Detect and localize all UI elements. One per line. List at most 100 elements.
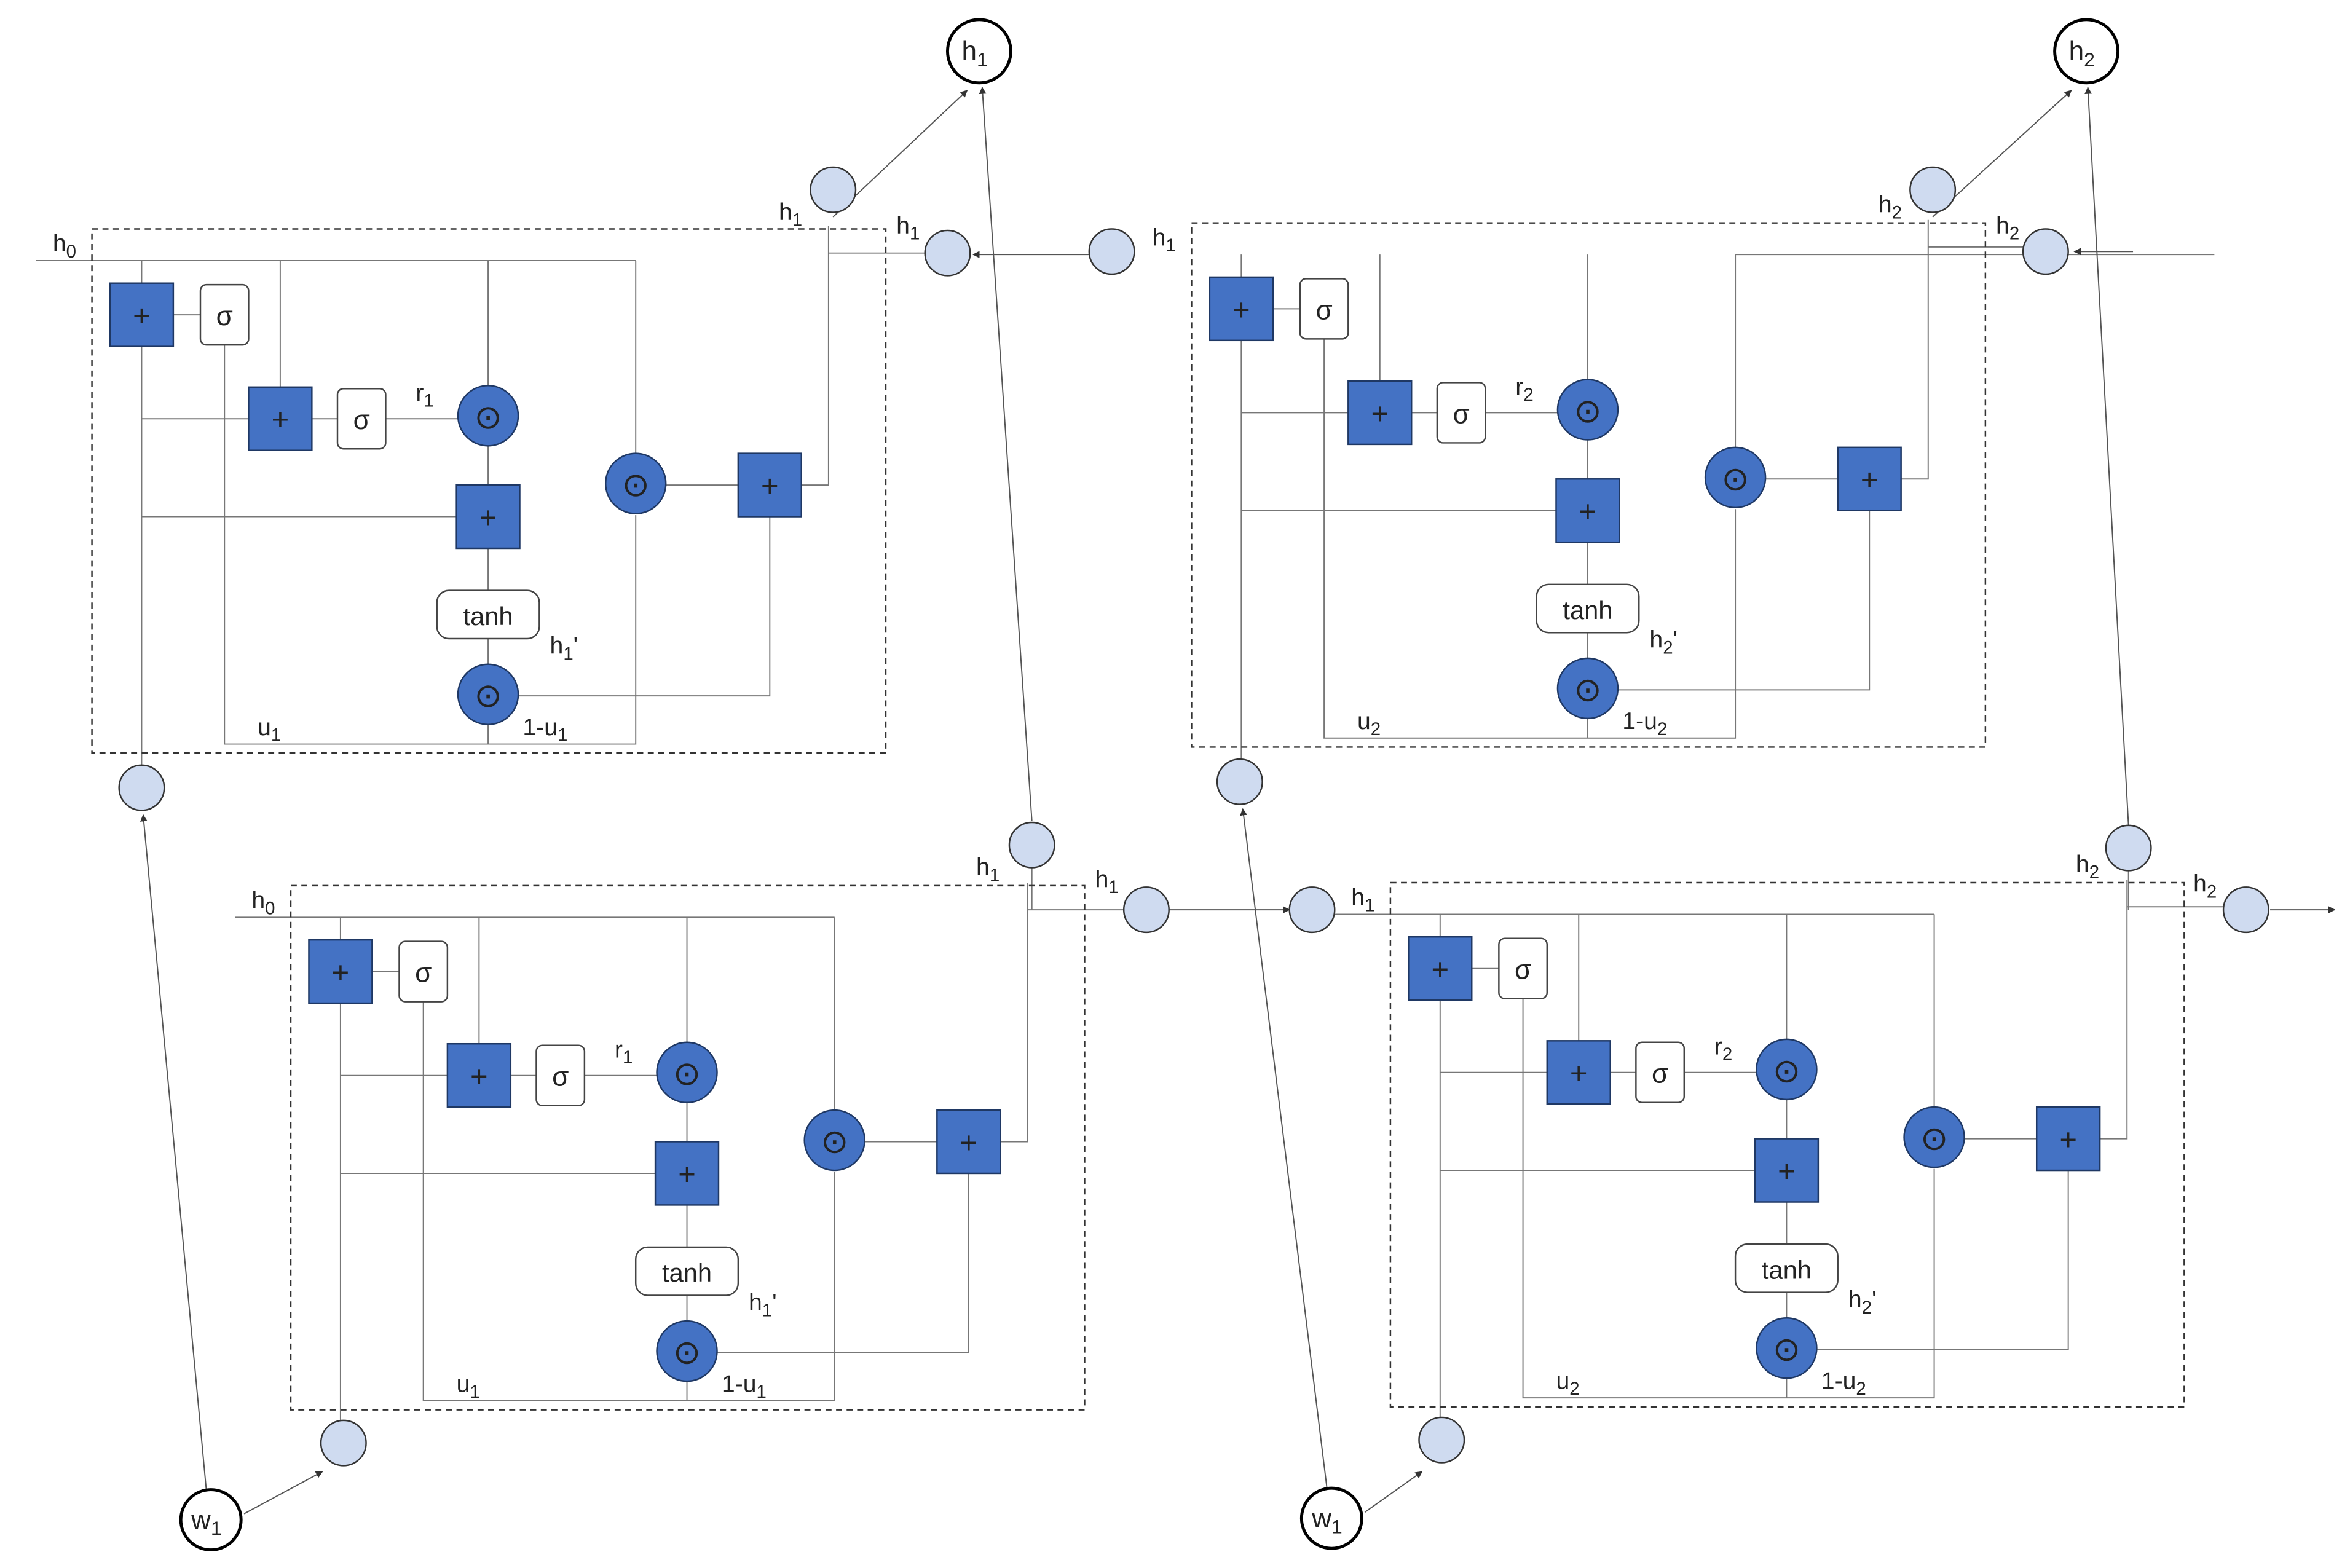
sigma-label: σ <box>1652 1059 1668 1089</box>
input-line <box>243 1471 323 1515</box>
top-right-output-label: h2 <box>1879 192 1902 223</box>
candidate-sum <box>1555 478 1620 543</box>
hadamard-dot-icon: ⊙ <box>1722 460 1749 497</box>
candidate-product <box>1556 657 1619 720</box>
sigma-label: σ <box>415 958 432 988</box>
output-h2 <box>2053 18 2119 85</box>
output-sum <box>2035 1106 2101 1172</box>
input-w1-right-label: w1 <box>1311 1503 1343 1538</box>
update-gate-sum <box>1209 276 1274 342</box>
candidate-label: h1' <box>550 633 578 664</box>
candidate-product <box>1756 1317 1818 1379</box>
bottom-right-output-node <box>2105 824 2152 872</box>
update-gate-sigmoid <box>1299 278 1349 340</box>
plus-icon: + <box>133 300 151 333</box>
output-line <box>1932 90 2072 218</box>
top-right-pass-label: h2 <box>1996 213 2019 244</box>
gru-cell-2-boundary <box>290 884 1086 1411</box>
update-gate-sigmoid <box>199 283 250 346</box>
plus-icon: + <box>960 1127 977 1160</box>
candidate-sum <box>1754 1138 1820 1203</box>
hidden-input-label: h1 <box>1153 224 1176 256</box>
update-gate-sum <box>1408 936 1473 1001</box>
connector-line <box>2100 880 2128 1140</box>
plus-icon: + <box>1778 1156 1796 1189</box>
update-gate-sum <box>109 282 175 347</box>
connector-line <box>1522 998 1935 1399</box>
plus-icon: + <box>332 956 350 990</box>
update-gate-label: u2 <box>1556 1368 1579 1399</box>
tanh-label: tanh <box>463 602 513 631</box>
one-minus-update-label: 1-u2 <box>1622 708 1667 739</box>
candidate-product <box>656 1320 718 1382</box>
plus-icon: + <box>1371 398 1389 431</box>
update-gate-sigmoid <box>1498 937 1548 999</box>
candidate-product <box>457 663 519 725</box>
bottom-right-hidden-node <box>2222 886 2269 934</box>
update-gate-label: u2 <box>1357 708 1381 739</box>
bottom-right-hidden-in-node <box>1288 886 1336 934</box>
hadamard-dot-icon: ⊙ <box>1773 1331 1800 1368</box>
candidate-tanh <box>436 589 540 640</box>
reset-gate-label: r2 <box>1714 1033 1732 1065</box>
candidate-tanh <box>1536 583 1640 634</box>
candidate-tanh <box>1734 1243 1839 1293</box>
plus-icon: + <box>2059 1124 2077 1157</box>
update-gate-sum <box>308 939 373 1004</box>
candidate-tanh <box>634 1246 739 1296</box>
previous-state-product <box>1704 446 1767 509</box>
plus-icon: + <box>1232 294 1250 327</box>
candidate-label: h2' <box>1649 627 1678 658</box>
output-h2-label: h2 <box>2069 36 2095 71</box>
reset-gate-sigmoid <box>336 388 387 450</box>
connector-line <box>518 516 771 697</box>
sigma-label: σ <box>1315 295 1332 325</box>
reset-gate-label: r1 <box>615 1036 633 1068</box>
candidate-sum <box>455 484 521 550</box>
hadamard-dot-icon: ⊙ <box>474 677 502 714</box>
hadamard-dot-icon: ⊙ <box>1773 1052 1800 1089</box>
tanh-label: tanh <box>1762 1255 1812 1284</box>
connector-line <box>1323 339 1737 739</box>
reset-gate-sum <box>1347 380 1413 446</box>
connector-line <box>1617 510 1871 691</box>
update-gate-label: u1 <box>258 714 281 746</box>
input-w1-left <box>179 1488 243 1552</box>
plus-icon: + <box>761 470 779 503</box>
previous-state-product <box>803 1109 865 1172</box>
sigma-label: σ <box>353 405 370 435</box>
update-gate-sigmoid <box>398 940 449 1003</box>
one-minus-update-label: 1-u2 <box>1821 1368 1866 1399</box>
tanh-label: tanh <box>662 1258 712 1287</box>
plus-icon: + <box>1570 1057 1588 1090</box>
input-w1-left-label: w1 <box>191 1505 222 1539</box>
update-gate-label: u1 <box>457 1371 480 1402</box>
output-sum <box>936 1109 1001 1175</box>
top-right-hidden-node <box>2022 228 2069 275</box>
hadamard-dot-icon: ⊙ <box>821 1124 848 1160</box>
hadamard-dot-icon: ⊙ <box>622 467 650 503</box>
output-h1 <box>946 18 1012 85</box>
previous-state-product <box>604 452 667 514</box>
hadamard-dot-icon: ⊙ <box>673 1055 701 1092</box>
reset-gate-sigmoid <box>535 1044 586 1106</box>
skip-line <box>2084 86 2129 825</box>
one-minus-update-label: 1-u1 <box>722 1371 767 1402</box>
plus-icon: + <box>272 404 290 437</box>
reset-gate-label: r2 <box>1515 374 1533 405</box>
input-line <box>1364 1471 1423 1513</box>
hidden-input-label: h0 <box>251 888 275 919</box>
connector-line <box>224 345 637 745</box>
bottom-left-output-label: h1 <box>976 854 1000 886</box>
hidden-input-label: h0 <box>53 230 76 262</box>
plus-icon: + <box>1431 953 1449 987</box>
plus-icon: + <box>479 502 497 535</box>
one-minus-update-label: 1-u1 <box>522 714 567 746</box>
plus-icon: + <box>1861 464 1879 497</box>
hadamard-dot-icon: ⊙ <box>673 1334 701 1371</box>
connector-line <box>1816 1170 2069 1350</box>
plus-icon: + <box>470 1060 488 1093</box>
plus-icon: + <box>1579 495 1597 529</box>
connector-line <box>717 1173 969 1353</box>
